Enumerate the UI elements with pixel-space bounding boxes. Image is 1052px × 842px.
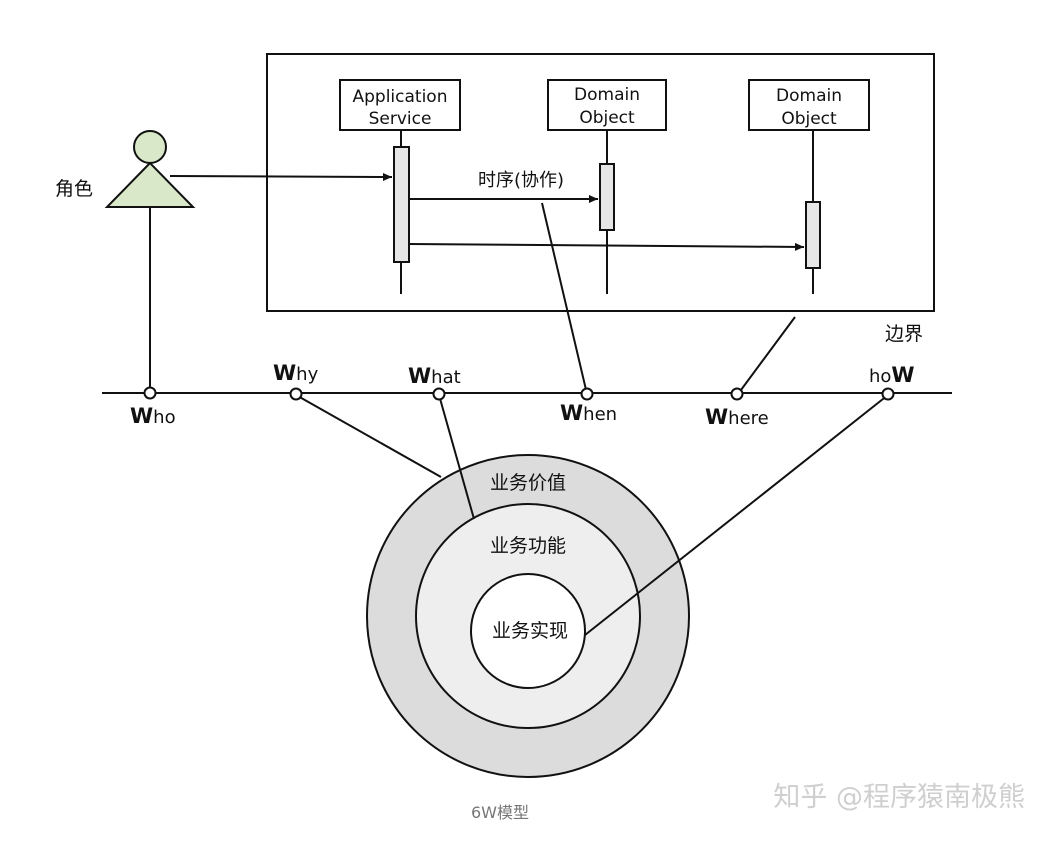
what-label-rest: hat bbox=[431, 367, 461, 388]
boundary-box bbox=[266, 53, 935, 312]
where-node bbox=[730, 387, 744, 401]
what-label: What bbox=[408, 364, 461, 388]
boundary-to-where-line bbox=[737, 316, 796, 395]
ring-inner-label: 业务实现 bbox=[492, 620, 568, 642]
actor-body bbox=[104, 161, 196, 208]
domain-object-1-box bbox=[547, 79, 667, 131]
app-service-box bbox=[339, 79, 461, 131]
when-label-cap: W bbox=[560, 401, 583, 425]
where-label-rest: here bbox=[728, 408, 769, 429]
how-node bbox=[881, 387, 895, 401]
why-label: Why bbox=[273, 361, 319, 385]
who-label-cap: W bbox=[130, 404, 153, 428]
why-to-value-line bbox=[295, 394, 442, 478]
how-label-cap: W bbox=[891, 363, 914, 387]
domain-object-2-label-1: Domain bbox=[776, 86, 842, 106]
who-label: Who bbox=[130, 404, 176, 428]
why-label-rest: hy bbox=[296, 364, 318, 385]
what-node bbox=[432, 387, 446, 401]
when-node bbox=[580, 387, 594, 401]
when-label-rest: hen bbox=[583, 404, 617, 425]
why-node bbox=[289, 387, 303, 401]
who-node bbox=[143, 386, 157, 400]
sequence-label: 时序(协作) bbox=[478, 170, 564, 191]
who-label-rest: ho bbox=[153, 407, 175, 428]
how-label: hoW bbox=[869, 363, 915, 387]
domain-object-1-activation bbox=[599, 163, 615, 231]
why-label-cap: W bbox=[273, 361, 296, 385]
where-label: Where bbox=[705, 405, 769, 429]
when-label: When bbox=[560, 401, 617, 425]
app-service-label-2: Service bbox=[369, 109, 432, 129]
ring-outer-label: 业务价值 bbox=[490, 472, 566, 494]
actor-head bbox=[133, 130, 167, 164]
domain-object-1-label-2: Object bbox=[579, 108, 635, 128]
app-service-activation bbox=[393, 146, 410, 263]
domain-object-1-label-1: Domain bbox=[574, 85, 640, 105]
how-label-pre: ho bbox=[869, 366, 891, 387]
ring-middle-label: 业务功能 bbox=[490, 535, 566, 557]
where-label-cap: W bbox=[705, 405, 728, 429]
watermark: 知乎 @程序猿南极熊 bbox=[773, 782, 1025, 813]
domain-object-2-box bbox=[748, 79, 870, 131]
sequence-to-when-line bbox=[541, 202, 588, 395]
actor-to-service-arrow bbox=[169, 172, 393, 181]
app-service-label-1: Application bbox=[353, 87, 448, 107]
ring-inner-business-implementation bbox=[470, 573, 586, 689]
what-label-cap: W bbox=[408, 364, 431, 388]
actor-label: 角色 bbox=[55, 178, 93, 200]
domain-object-2-activation bbox=[805, 201, 821, 269]
figure-caption: 6W模型 bbox=[471, 803, 529, 822]
how-to-implementation-line bbox=[584, 394, 889, 636]
what-to-function-line bbox=[438, 394, 475, 520]
boundary-label: 边界 bbox=[885, 323, 923, 345]
service-to-domain2-arrow bbox=[408, 242, 805, 251]
domain-object-2-label-2: Object bbox=[781, 109, 837, 129]
